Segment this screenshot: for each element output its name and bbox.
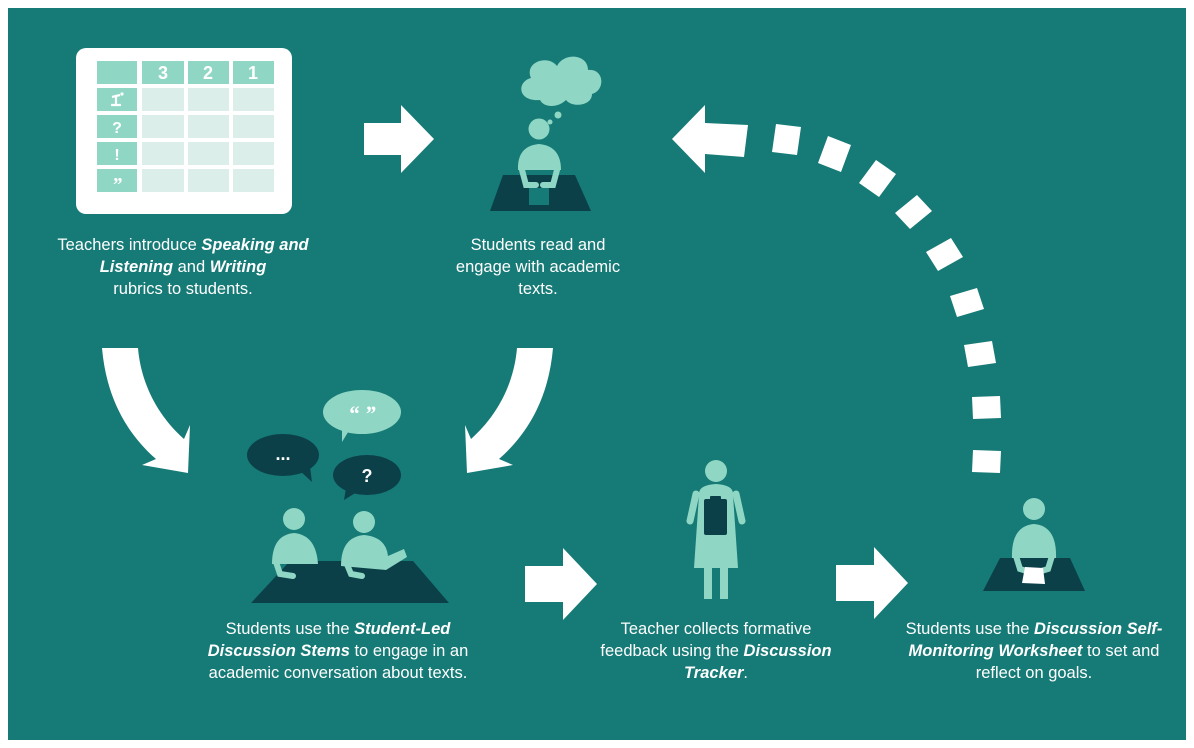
self-monitoring-student-icon	[983, 498, 1085, 591]
microphone-icon	[111, 92, 124, 107]
curved-arrow-right-icon	[465, 348, 553, 473]
exclamation-icon: !	[114, 147, 119, 164]
speech-bubbles: “ ” ... ?	[247, 390, 401, 500]
step1-caption: Teachers introduce Speaking and Listenin…	[57, 236, 309, 298]
step5-caption: Students use the Discussion Self-Monitor…	[905, 620, 1163, 682]
diagram-art: 3 2 1 ? ! ”	[76, 48, 1085, 620]
return-arrowhead-icon	[672, 105, 748, 173]
teacher-clipboard-icon	[686, 460, 746, 599]
question-bubble-text: ?	[362, 466, 373, 486]
ellipsis-bubble-text: ...	[275, 444, 290, 464]
return-arrow-dashes	[772, 124, 1001, 473]
quotes-bubble-text: “ ”	[348, 401, 376, 426]
discussion-students-icon	[251, 508, 449, 603]
curved-arrow-left-icon	[102, 348, 190, 473]
step4-caption: Teacher collects formative feedback usin…	[600, 620, 832, 682]
rubric-header-3: 3	[158, 63, 168, 83]
quote-icon: ”	[112, 174, 122, 196]
step3-caption: Students use the Student-Led Discussion …	[207, 620, 469, 682]
rubric-header-1: 1	[248, 63, 258, 83]
rubric-card: 3 2 1 ? ! ”	[76, 48, 292, 214]
step2-caption: Students read and engage with academic t…	[455, 236, 621, 298]
question-mark-icon: ?	[112, 120, 122, 137]
arrow-right-icon	[364, 105, 434, 173]
arrow-right-icon	[525, 548, 597, 620]
thinking-student-icon	[490, 56, 602, 211]
arrow-right-icon	[836, 547, 908, 619]
rubric-header-2: 2	[203, 63, 213, 83]
diagram-panel: 3 2 1 ? ! ”	[8, 8, 1186, 740]
rubric-rows	[97, 88, 274, 192]
